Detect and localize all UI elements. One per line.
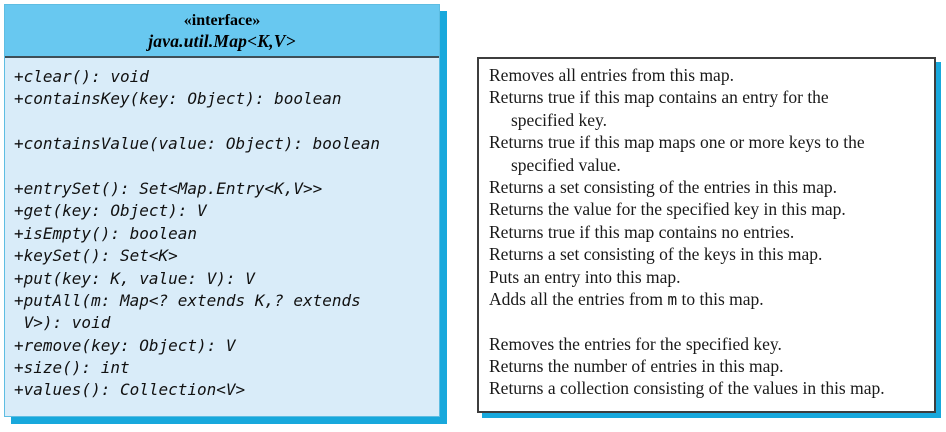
description-text: Puts an entry into this map. (489, 266, 681, 287)
interface-header: «interface» java.util.Map<K,V> (5, 5, 439, 58)
description-text: Returns true if this map maps one or mor… (489, 132, 865, 153)
description-text: Returns true if this map contains no ent… (489, 221, 795, 242)
description-line: Returns a collection consisting of the v… (489, 377, 928, 399)
description-text: specified key. (511, 109, 608, 130)
description-text: specified value. (511, 154, 621, 175)
description-text: Removes the entries for the specified ke… (489, 333, 782, 354)
description-text: Returns a set consisting of the entries … (489, 176, 838, 197)
method-line: V>): void (14, 313, 111, 333)
method-line: +values(): Collection<V> (14, 380, 246, 400)
method-line: +containsValue(value: Object): boolean (14, 134, 381, 154)
method-line: +entrySet(): Set<Map.Entry<K,V>> (14, 178, 323, 198)
description-box: Removes all entries from this map.Return… (477, 57, 936, 413)
method-line: +containsKey(key: Object): boolean (14, 89, 342, 109)
method-line (14, 111, 435, 133)
description-line: Returns the number of entries in this ma… (489, 355, 928, 377)
description-text: Removes all entries from this map. (489, 65, 734, 85)
description-line: Adds all the entries from m to this map. (489, 288, 928, 310)
method-line: +keySet(): Set<K> (14, 246, 178, 266)
description-line: Returns the value for the specified key … (489, 198, 928, 220)
description-text: to this map. (677, 288, 764, 309)
description-text: Returns the number of entries in this ma… (489, 356, 784, 377)
mono-term: m (667, 289, 678, 309)
method-list: +clear(): void +containsKey(key: Object):… (5, 58, 439, 402)
method-line: +putAll(m: Map<? extends K,? extends (14, 290, 361, 310)
description-line: Returns true if this map contains an ent… (489, 86, 928, 108)
description-line: specified key. (489, 109, 928, 131)
description-line: Returns true if this map maps one or mor… (489, 131, 928, 153)
description-line: Returns a set consisting of the entries … (489, 176, 928, 198)
interface-box: «interface» java.util.Map<K,V> +clear():… (4, 4, 440, 417)
description-line: specified value. (489, 154, 928, 176)
method-line: +put(key: K, value: V): V (14, 268, 255, 288)
description-line: Returns true if this map contains no ent… (489, 221, 928, 243)
description-line: Removes the entries for the specified ke… (489, 333, 928, 355)
stereotype-label: «interface» (183, 12, 261, 29)
description-line (489, 310, 928, 332)
method-line: +remove(key: Object): V (14, 335, 236, 355)
description-text: Returns the value for the specified key … (489, 199, 846, 220)
method-line: +clear(): void (14, 67, 149, 86)
description-line: Returns a set consisting of the keys in … (489, 243, 928, 265)
description-text: Adds all the entries from (489, 288, 668, 309)
description-line: Puts an entry into this map. (489, 266, 928, 288)
method-line: +isEmpty(): boolean (14, 223, 198, 243)
method-line: +size(): int (14, 358, 130, 378)
description-text: Returns a collection consisting of the v… (489, 378, 885, 399)
description-text: Returns true if this map contains an ent… (489, 87, 829, 108)
description-text: Returns a set consisting of the keys in … (489, 244, 823, 265)
interface-name: java.util.Map<K,V> (148, 31, 296, 51)
method-line: +get(key: Object): V (14, 201, 207, 221)
method-line (14, 156, 435, 178)
description-line: Removes all entries from this map. (489, 64, 928, 86)
